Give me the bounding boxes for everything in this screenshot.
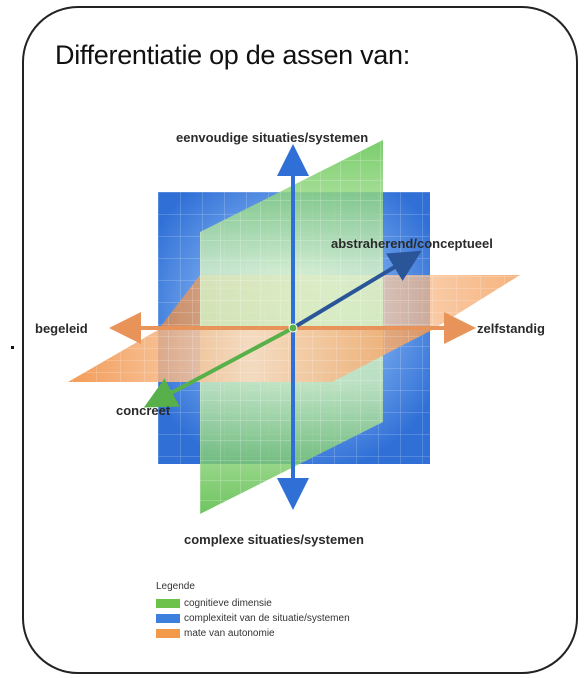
label-bottom-axis: complexe situaties/systemen bbox=[184, 532, 364, 547]
origin-point bbox=[288, 323, 298, 333]
legend-label: mate van autonomie bbox=[184, 627, 275, 639]
legend-label: cognitieve dimensie bbox=[184, 597, 272, 609]
legend-swatch-orange bbox=[156, 628, 180, 638]
legend-title: Legende bbox=[156, 581, 195, 592]
page-title: Differentiatie op de assen van: bbox=[55, 40, 410, 70]
legend-swatch-blue bbox=[156, 613, 180, 623]
stray-mark bbox=[11, 346, 14, 349]
diagonal-axis-back bbox=[291, 250, 422, 330]
legend-item-complexity: complexiteit van de situatie/systemen bbox=[156, 612, 350, 624]
diagonal-axis-front bbox=[143, 326, 294, 408]
legend-swatch-green bbox=[156, 598, 180, 608]
label-diagonal-front: concreet bbox=[116, 403, 171, 418]
legend-label: complexiteit van de situatie/systemen bbox=[184, 612, 350, 624]
label-diagonal-back: abstraherend/conceptueel bbox=[331, 236, 493, 251]
legend-item-cognitive: cognitieve dimensie bbox=[156, 597, 272, 609]
label-right-axis: zelfstandig bbox=[477, 321, 545, 336]
label-top-axis: eenvoudige situaties/systemen bbox=[176, 130, 369, 145]
label-left-axis: begeleid bbox=[35, 321, 88, 336]
legend-item-autonomy: mate van autonomie bbox=[156, 627, 275, 639]
